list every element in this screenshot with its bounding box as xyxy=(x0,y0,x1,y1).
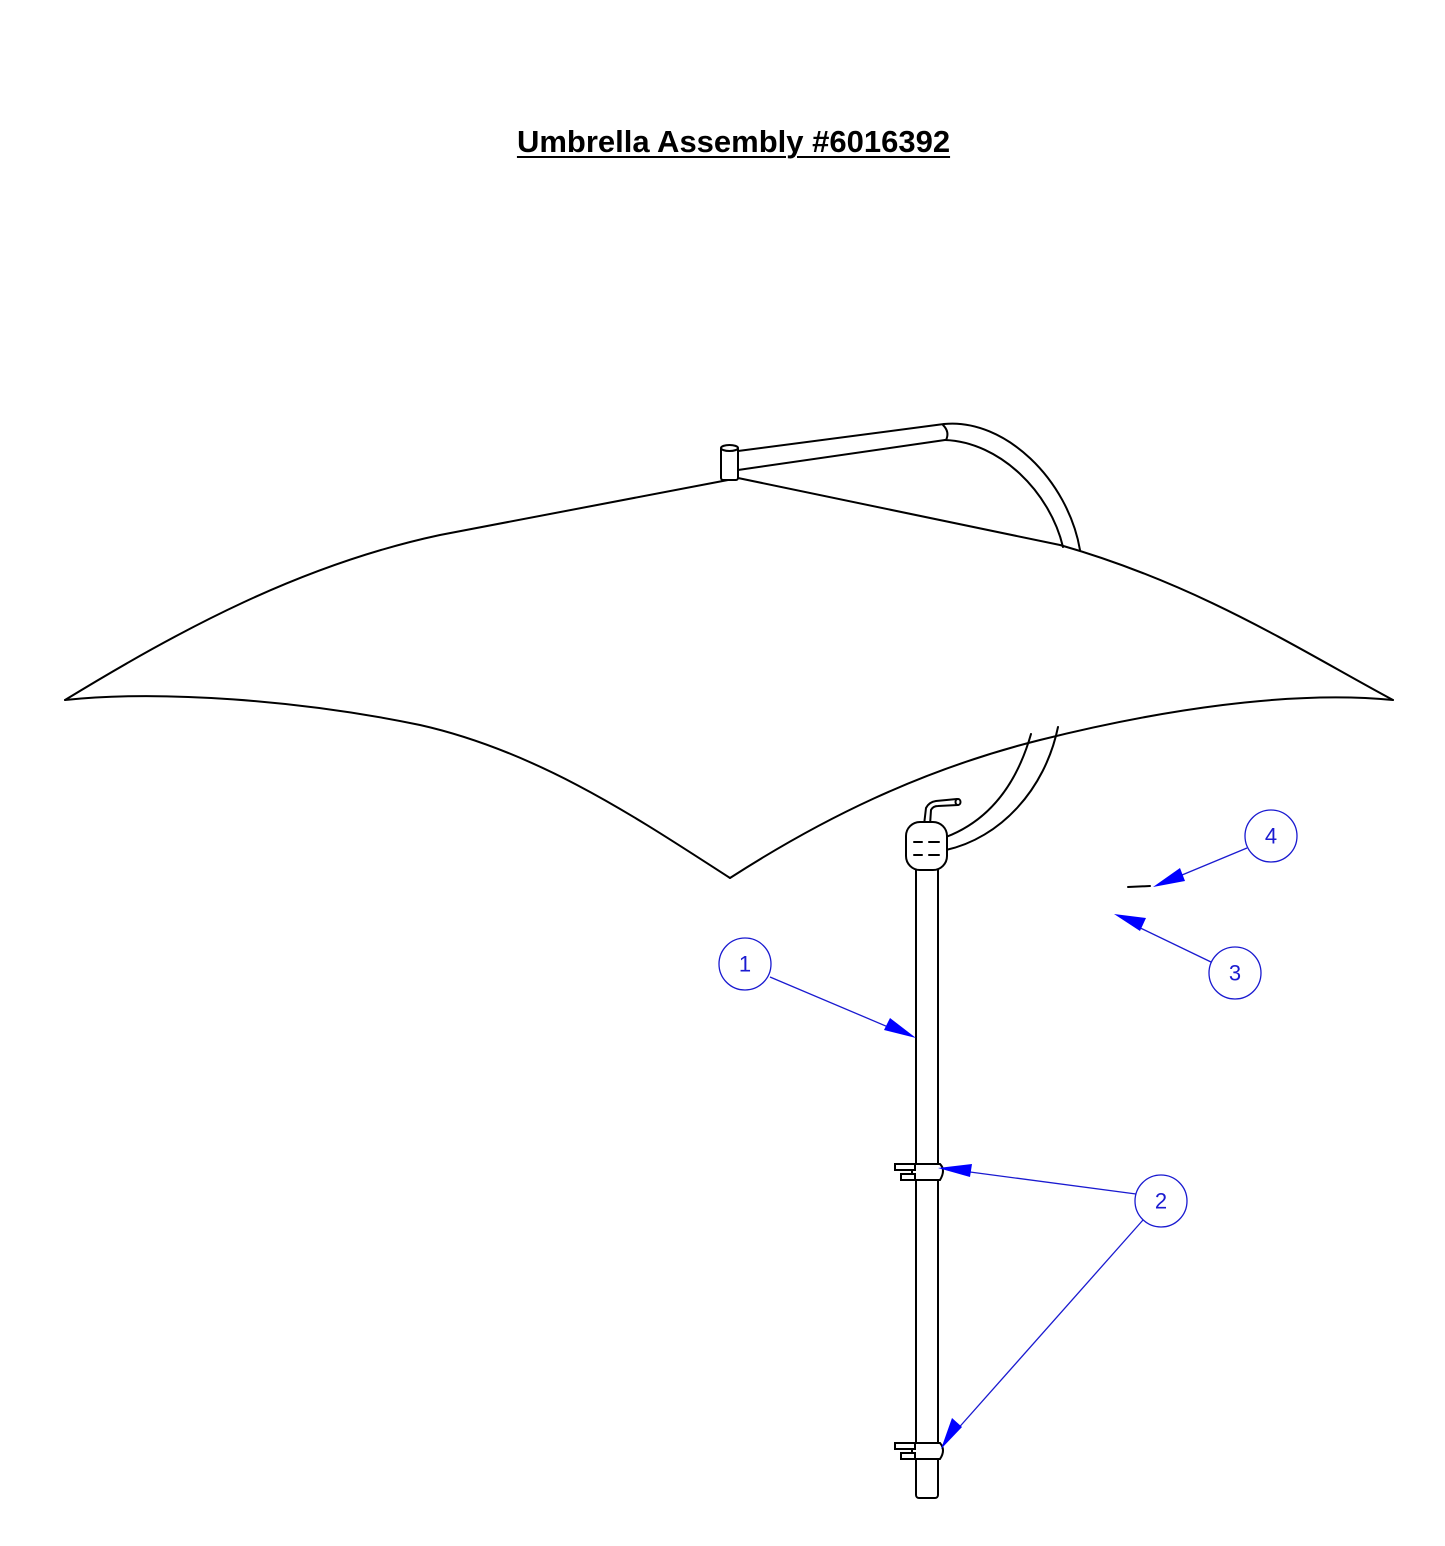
callout-3: 3 xyxy=(1114,914,1262,1000)
callout-3-label: 3 xyxy=(1229,961,1241,986)
drawing-title: Umbrella Assembly #6016392 xyxy=(516,124,951,159)
callout-1-label: 1 xyxy=(739,952,751,977)
clamp-upper xyxy=(894,1163,944,1181)
canopy xyxy=(64,477,1394,879)
callout-2-label: 2 xyxy=(1155,1189,1167,1214)
clamp-lower xyxy=(894,1442,944,1460)
hub-cylinder xyxy=(720,444,739,481)
rod-part xyxy=(1068,885,1151,945)
cantilever-arm xyxy=(737,422,1081,851)
callout-1: 1 xyxy=(718,937,916,1038)
callout-2: 2 xyxy=(938,1164,1188,1449)
callout-4-label: 4 xyxy=(1265,824,1277,849)
callout-4: 4 xyxy=(1153,809,1298,887)
pole xyxy=(905,798,962,1499)
